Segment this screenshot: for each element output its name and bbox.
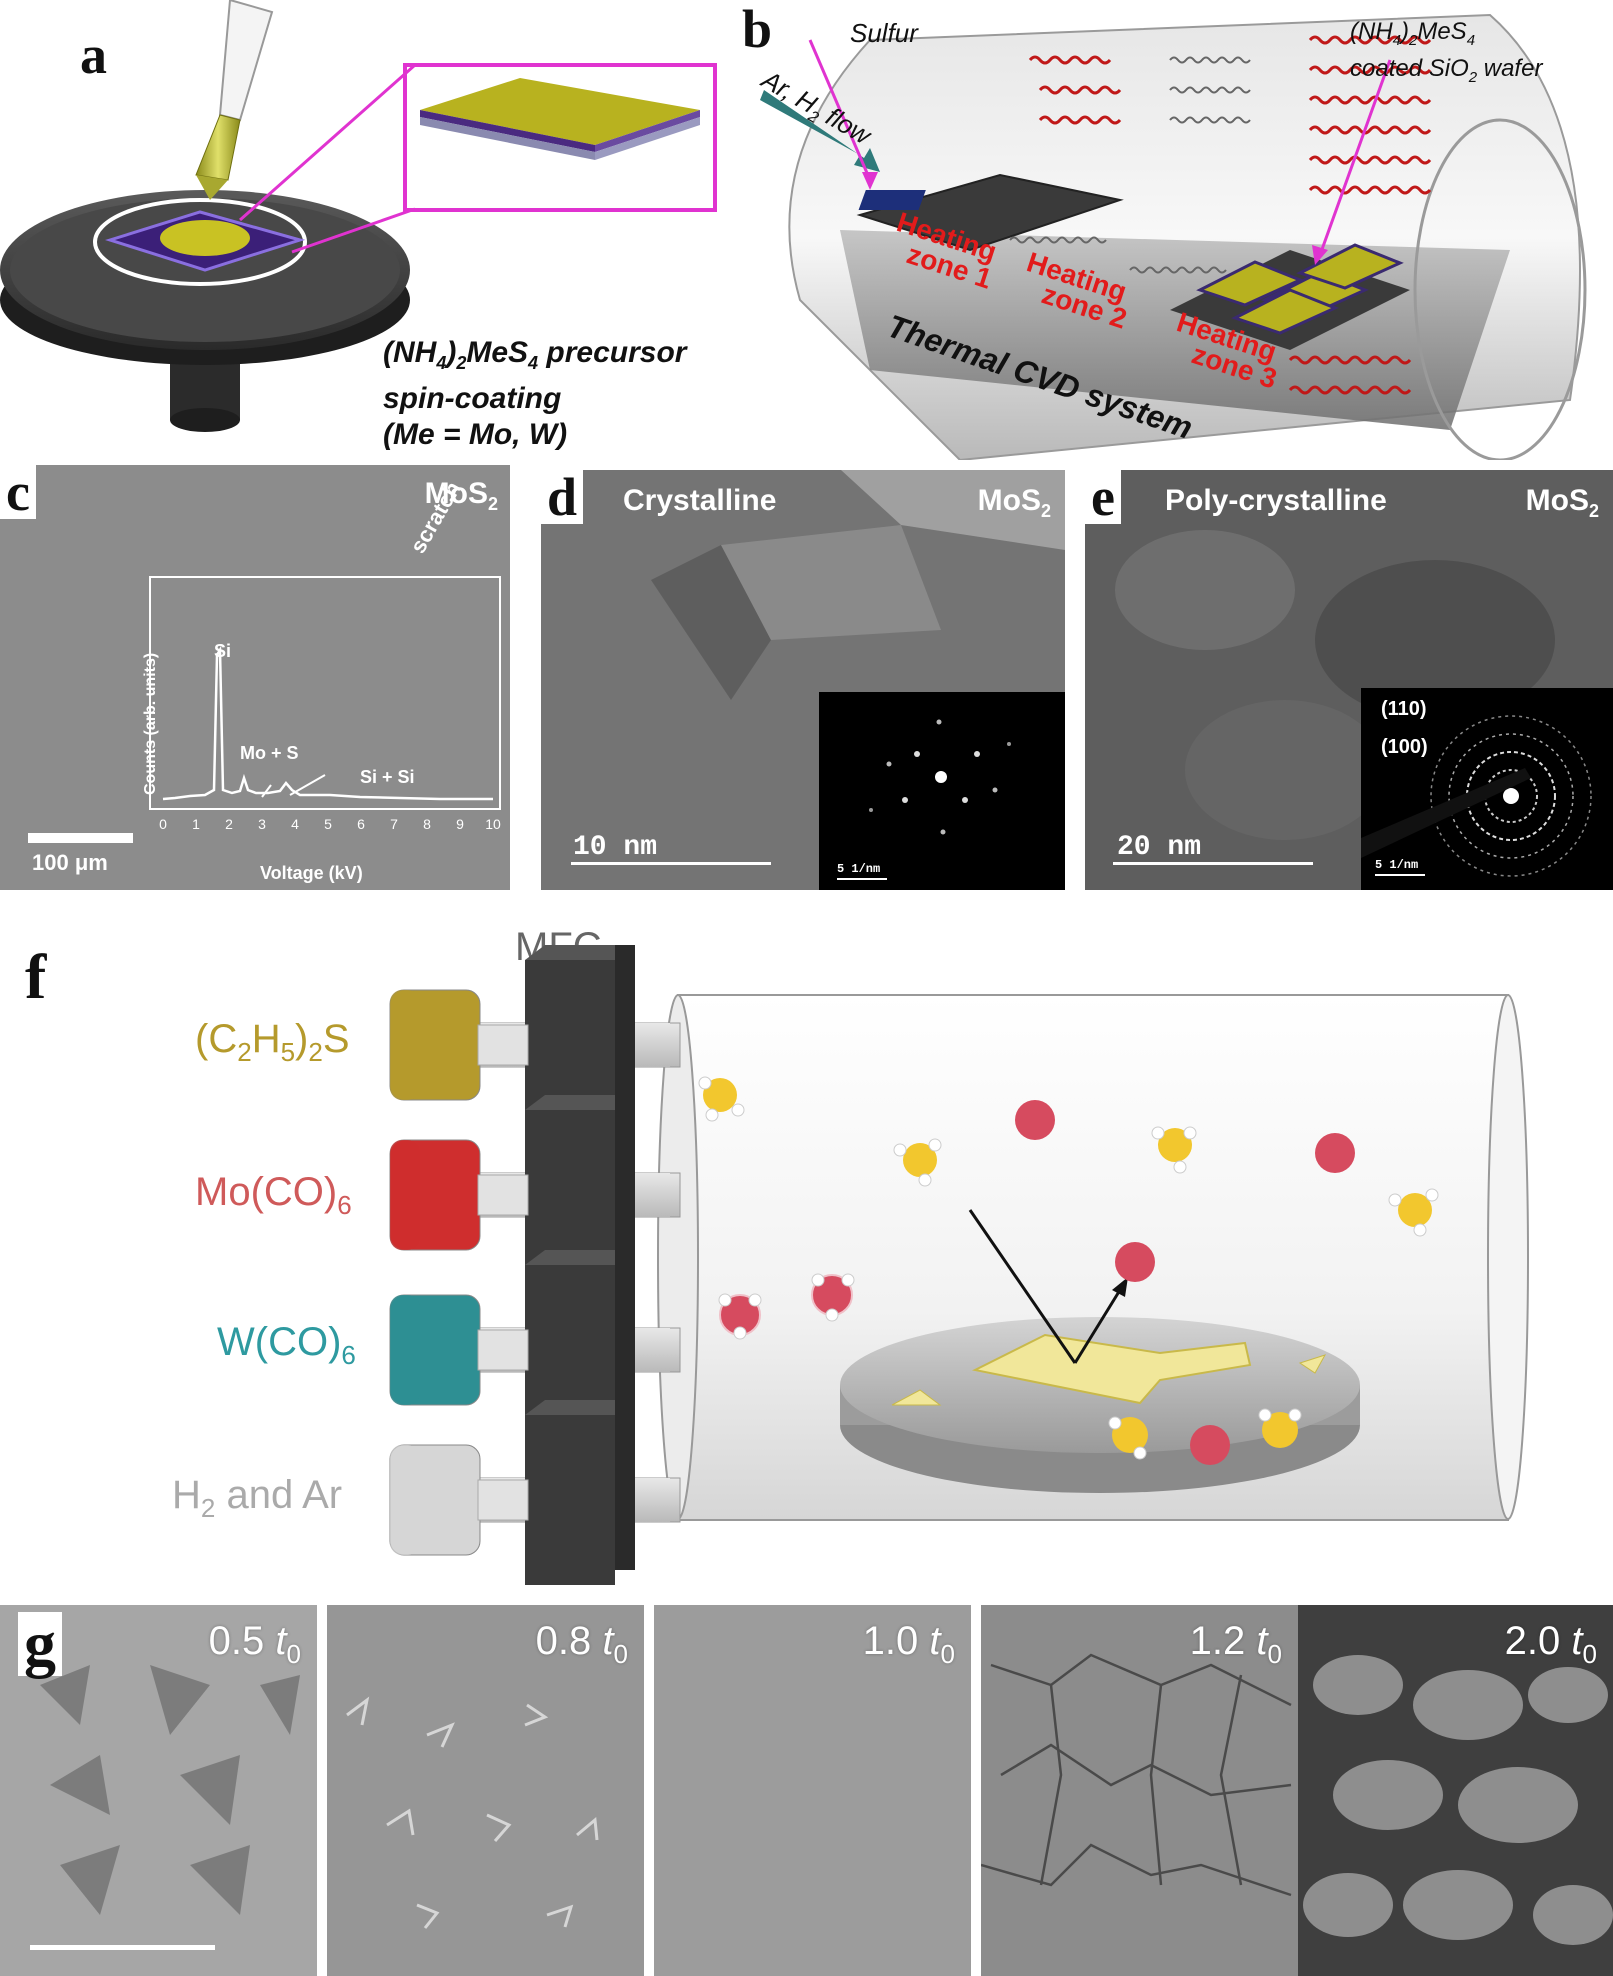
peak-si-label: Si [214, 641, 232, 661]
inset-scale-e: 5 1/nm [1375, 858, 1419, 872]
panel-e-tem-image: e Poly-crystalline MoS2 20 nm (110) (100… [1085, 470, 1613, 890]
panel-d-tem-image: d Crystalline MoS2 10 nm 5 1/nm [541, 470, 1065, 890]
diffraction-inset-d: 5 1/nm [819, 692, 1065, 890]
caption-line-1: (NH4)2MeS4 precursor [383, 336, 687, 373]
diffraction-inset-e: (110) (100) 5 1/nm [1361, 688, 1613, 890]
scale-bar-c [28, 833, 133, 843]
eds-tick-label: 0 [159, 816, 167, 832]
crystalline-title: Crystalline [623, 484, 777, 517]
panel-b: Heating zone 1 Heating zone 2 Heating zo… [730, 0, 1613, 460]
growth-tile-2: 0.8 t0 [327, 1605, 644, 1976]
growth-tile-3: 1.0 t0 [654, 1605, 971, 1976]
source-line [389, 1095, 681, 1280]
eds-spectrum-chart: 0 1 2 3 4 5 6 7 8 9 10 [149, 576, 501, 832]
time-label-5: 2.0 t0 [1504, 1619, 1597, 1669]
panel-label-a: a [80, 25, 107, 85]
eds-ylabel: Counts (arb. units) [142, 652, 159, 795]
eds-tick-label: 7 [390, 816, 398, 832]
scale-label-d: 10 nm [573, 832, 658, 863]
peak-sisi-label: Si + Si [360, 767, 415, 787]
eds-tick-label: 2 [225, 816, 233, 832]
source-label-1: (C2H5)2S [195, 1017, 350, 1067]
panel-label-b: b [742, 0, 773, 59]
eds-x-ticks: 0 1 2 3 4 5 6 7 8 9 10 [159, 816, 501, 832]
scale-bar-e [1113, 862, 1313, 865]
eds-tick-label: 1 [192, 816, 200, 832]
time-label-2: 0.8 t0 [535, 1619, 628, 1669]
scale-label-e: 20 nm [1117, 832, 1202, 863]
caption-line-3: (Me = Mo, W) [383, 418, 568, 451]
panel-f: f MFC [0, 905, 1613, 1585]
panel-label-d: d [541, 470, 584, 524]
eds-spectrum-line [162, 645, 493, 801]
panel-a: a (NH4)2MeS4 precursor spin-coating (Me … [0, 0, 800, 460]
material-label-d: MoS2 [977, 484, 1051, 521]
heater-coils [1028, 35, 1432, 395]
source-label-2: Mo(CO)6 [195, 1170, 352, 1220]
source-label-3: W(CO)6 [217, 1320, 356, 1370]
time-label-3: 1.0 t0 [862, 1619, 955, 1669]
source-line [389, 945, 681, 1130]
ring-label-110: (110) [1381, 698, 1427, 720]
eds-tick-label: 6 [357, 816, 365, 832]
eds-xlabel: Voltage (kV) [260, 863, 363, 883]
ring-label-100: (100) [1381, 736, 1428, 758]
scale-bar-d [571, 862, 771, 865]
material-label-e: MoS2 [1525, 484, 1599, 521]
source-label-4: H2 and Ar [172, 1473, 343, 1523]
sulfur-label: Sulfur [850, 18, 918, 48]
wafer-label: (NH4)2MeS4 coated SiO2 wafer [1350, 18, 1543, 86]
eds-tick-label: 8 [423, 816, 431, 832]
spin-coater-illustration [0, 0, 717, 432]
precursor-molecules [698, 1076, 1439, 1465]
eds-tick-label: 5 [324, 816, 332, 832]
inset-scale-d: 5 1/nm [837, 862, 881, 876]
growth-tile-4: 1.2 t0 [981, 1605, 1298, 1976]
panel-a-caption: (NH4)2MeS4 precursor spin-coating (Me = … [383, 335, 686, 453]
cvd-furnace-illustration: Heating zone 1 Heating zone 2 Heating zo… [753, 13, 1587, 460]
source-line [389, 1400, 681, 1585]
peak-mos-label: Mo + S [240, 743, 299, 763]
mocvd-schematic [389, 945, 1529, 1585]
growth-tile-5: 2.0 t0 [1298, 1605, 1613, 1976]
scale-bar-g [30, 1945, 215, 1950]
material-label-c: MoS2 [424, 477, 498, 514]
panel-label-f: f [25, 941, 47, 1012]
time-label-4: 1.2 t0 [1189, 1619, 1282, 1669]
panel-label-c: c [0, 465, 36, 519]
eds-tick-label: 10 [485, 816, 501, 832]
eds-tick-label: 4 [291, 816, 299, 832]
eds-tick-label: 3 [258, 816, 266, 832]
panel-label-e: e [1085, 470, 1121, 524]
source-line [389, 1250, 681, 1435]
eds-tick-label: 9 [456, 816, 464, 832]
scale-label-c: 100 μm [32, 850, 108, 875]
panel-label-g: g [18, 1612, 62, 1676]
caption-line-2: spin-coating [383, 382, 562, 415]
time-label-1: 0.5 t0 [208, 1619, 301, 1669]
polycrystalline-title: Poly-crystalline [1165, 484, 1387, 517]
